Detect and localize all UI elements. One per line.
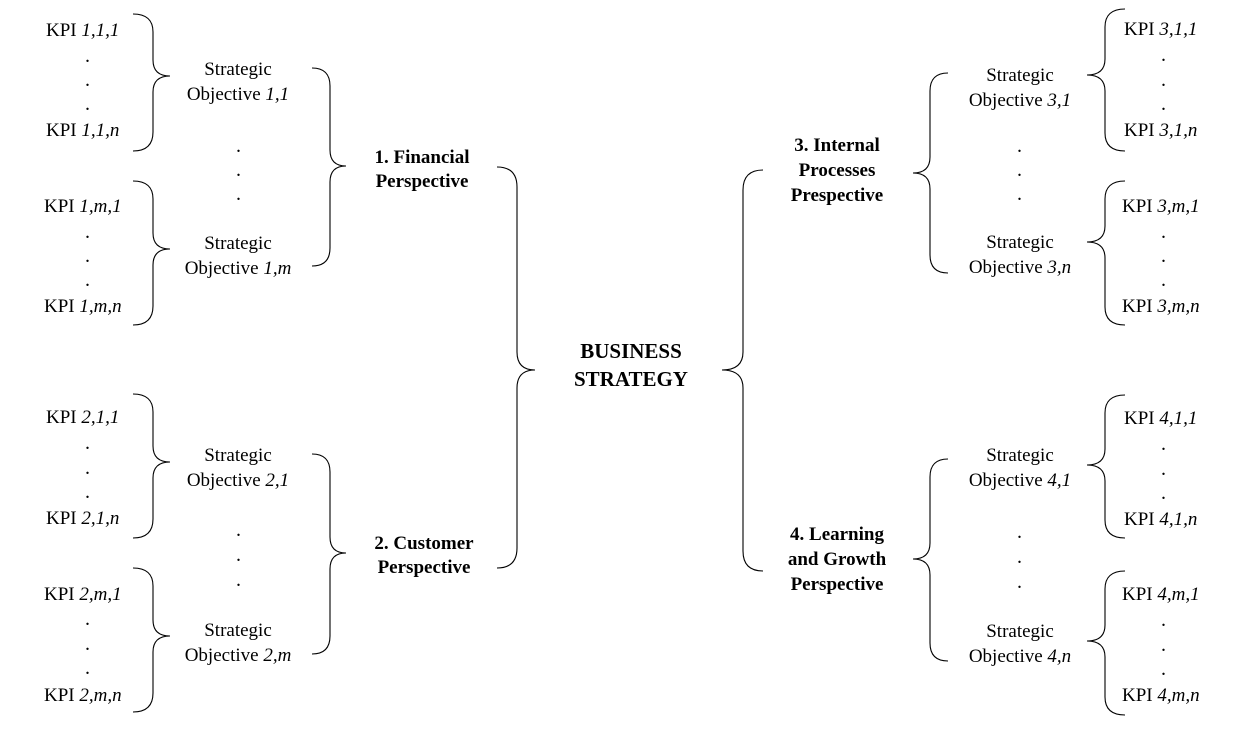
brace-objective-4 [912, 458, 949, 662]
brace-objective-1 [311, 67, 347, 267]
ellipsis-dot: . [1161, 482, 1166, 504]
brace-kpi-2-m [132, 567, 171, 713]
ellipsis-dot: . [1017, 159, 1022, 181]
kpi-1-1-n: KPI 1,1,n [46, 120, 120, 141]
ellipsis-dot: . [1017, 521, 1022, 543]
center-line-1: BUSINESS [580, 339, 682, 363]
objective-1-1: Strategic Objective 1,1 [186, 59, 290, 105]
ellipsis-dot: . [1161, 609, 1166, 631]
ellipsis-dot: . [1161, 245, 1166, 267]
ellipsis-dot: . [1017, 571, 1022, 593]
objective-4-1: Strategic Objective 4,1 [968, 445, 1072, 491]
perspective-line: Perspective [375, 171, 469, 192]
objective-3-1: Strategic Objective 3,1 [968, 65, 1072, 111]
kpi-3-m-n: KPI 3,m,n [1122, 296, 1200, 317]
kpi-1-m-n: KPI 1,m,n [44, 296, 122, 317]
ellipsis-dot: . [236, 159, 241, 181]
center-line-2: STRATEGY [574, 367, 688, 391]
perspective-line: 4. Learning [790, 524, 884, 545]
perspective-financial: 1. Financial Perspective [352, 146, 492, 194]
perspective-line: 3. Internal [794, 135, 880, 156]
brace-objective-2 [311, 453, 347, 655]
kpi-1-1-1: KPI 1,1,1 [46, 20, 120, 41]
kpi-2-m-1: KPI 2,m,1 [44, 584, 122, 605]
kpi-3-m-1: KPI 3,m,1 [1122, 196, 1200, 217]
brace-kpi-1-m [132, 180, 171, 326]
ellipsis-dot: . [85, 221, 90, 243]
kpi-4-m-1: KPI 4,m,1 [1122, 584, 1200, 605]
ellipsis-dot: . [236, 135, 241, 157]
ellipsis-dot: . [85, 633, 90, 655]
brace-kpi-4-m [1086, 570, 1126, 716]
ellipsis-dot: . [85, 657, 90, 679]
perspective-customer: 2. Customer Perspective [354, 532, 494, 580]
perspective-line: Prespective [790, 185, 884, 206]
ellipsis-dot: . [1161, 458, 1166, 480]
kpi-2-1-1: KPI 2,1,1 [46, 407, 120, 428]
objective-1-m: Strategic Objective 1,m [184, 233, 292, 279]
perspective-line: Processes [798, 160, 876, 181]
ellipsis-dot: . [1161, 269, 1166, 291]
ellipsis-dot: . [1017, 183, 1022, 205]
perspective-line: 1. Financial [374, 147, 470, 168]
kpi-4-1-n: KPI 4,1,n [1124, 509, 1198, 530]
ellipsis-dot: . [85, 457, 90, 479]
perspective-line: Perspective [790, 574, 884, 595]
kpi-3-1-n: KPI 3,1,n [1124, 120, 1198, 141]
perspective-line: and Growth [787, 549, 887, 570]
ellipsis-dot: . [1017, 546, 1022, 568]
perspective-learning-growth: 4. Learning and Growth Perspective [767, 522, 907, 597]
brace-kpi-3-1 [1086, 8, 1126, 152]
ellipsis-dot: . [85, 245, 90, 267]
ellipsis-dot: . [1161, 433, 1166, 455]
objective-2-1: Strategic Objective 2,1 [186, 445, 290, 491]
brace-kpi-1-1 [132, 13, 171, 152]
ellipsis-dot: . [85, 93, 90, 115]
brace-right-perspectives [721, 169, 764, 572]
brace-kpi-4-1 [1086, 394, 1126, 539]
ellipsis-dot: . [1161, 69, 1166, 91]
brace-objective-3 [912, 72, 949, 274]
perspective-line: 2. Customer [374, 533, 474, 554]
kpi-1-m-1: KPI 1,m,1 [44, 196, 122, 217]
ellipsis-dot: . [1161, 93, 1166, 115]
ellipsis-dot: . [85, 269, 90, 291]
ellipsis-dot: . [1161, 44, 1166, 66]
brace-kpi-2-1 [132, 393, 171, 539]
ellipsis-dot: . [236, 519, 241, 541]
ellipsis-dot: . [85, 481, 90, 503]
business-strategy-title: BUSINESS STRATEGY [556, 337, 706, 393]
ellipsis-dot: . [85, 608, 90, 630]
objective-3-n: Strategic Objective 3,n [968, 232, 1072, 278]
kpi-2-1-n: KPI 2,1,n [46, 508, 120, 529]
ellipsis-dot: . [236, 544, 241, 566]
kpi-2-m-n: KPI 2,m,n [44, 685, 122, 706]
ellipsis-dot: . [1161, 221, 1166, 243]
ellipsis-dot: . [1161, 658, 1166, 680]
perspective-line: Perspective [377, 557, 471, 578]
objective-2-m: Strategic Objective 2,m [184, 620, 292, 666]
ellipsis-dot: . [236, 183, 241, 205]
brace-left-perspectives [496, 166, 536, 569]
ellipsis-dot: . [1017, 135, 1022, 157]
ellipsis-dot: . [1161, 634, 1166, 656]
ellipsis-dot: . [85, 69, 90, 91]
kpi-4-m-n: KPI 4,m,n [1122, 685, 1200, 706]
ellipsis-dot: . [236, 569, 241, 591]
perspective-internal-processes: 3. Internal Processes Prespective [767, 133, 907, 208]
brace-kpi-3-m [1086, 180, 1126, 326]
ellipsis-dot: . [85, 45, 90, 67]
objective-4-n: Strategic Objective 4,n [968, 621, 1072, 667]
kpi-4-1-1: KPI 4,1,1 [1124, 408, 1198, 429]
ellipsis-dot: . [85, 432, 90, 454]
kpi-3-1-1: KPI 3,1,1 [1124, 19, 1198, 40]
